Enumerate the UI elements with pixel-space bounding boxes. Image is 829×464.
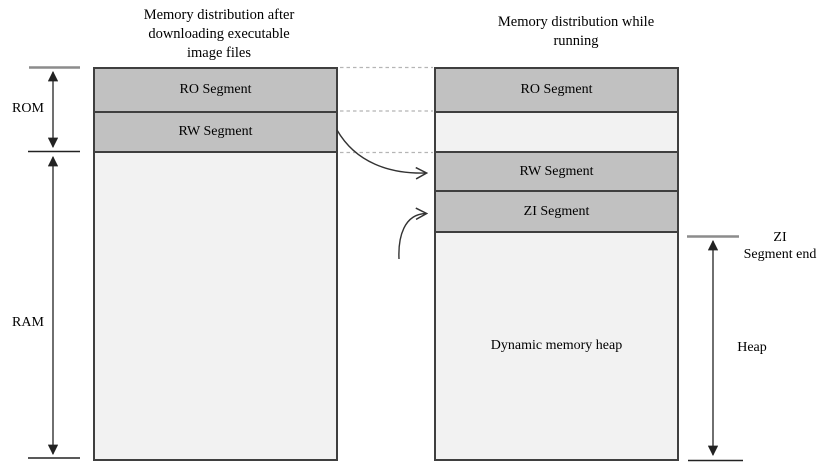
segment-rw-right-label: RW Segment: [519, 163, 594, 179]
rw-copy-arrow: [336, 129, 426, 173]
segment-rw-right: RW Segment: [436, 153, 677, 192]
segment-rw-left: RW Segment: [95, 113, 336, 153]
memory-box-after-download: RO Segment RW Segment: [93, 67, 338, 461]
dotted-connector-lines: [340, 66, 433, 154]
right-column-title: Memory distribution while running: [497, 14, 655, 49]
zi-create-arrow: [398, 214, 426, 260]
segment-rw-left-label: RW Segment: [178, 124, 253, 139]
segment-zi-right: ZI Segment: [436, 192, 677, 233]
segment-zi-right-label: ZI Segment: [523, 203, 590, 219]
segment-empty-left: [95, 153, 336, 459]
segment-ro-left-label: RO Segment: [179, 82, 252, 97]
segment-heap-right: Dynamic memory heap: [436, 233, 677, 459]
left-column-title: Memory distribution after downloading ex…: [143, 7, 295, 61]
heap-range-label: Heap: [737, 340, 767, 355]
segment-ro-right: RO Segment: [436, 69, 677, 113]
memory-box-while-running: RO Segment RW Segment ZI Segment Dynamic…: [434, 67, 679, 461]
segment-gap-right: [436, 113, 677, 153]
segment-ro-left: RO Segment: [95, 69, 336, 113]
segment-heap-label: Dynamic memory heap: [490, 338, 623, 353]
zi-segment-end-label: ZI Segment end: [743, 230, 817, 262]
segment-ro-right-label: RO Segment: [520, 82, 593, 97]
ram-range-label: RAM: [12, 315, 44, 330]
rom-range-label: ROM: [12, 101, 44, 116]
